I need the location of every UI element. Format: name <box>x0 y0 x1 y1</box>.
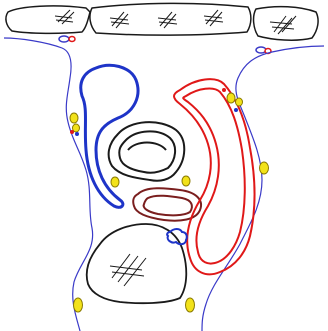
dot-right-blue <box>234 108 238 112</box>
node-right-upper <box>227 93 235 103</box>
node-left-middle <box>111 177 119 187</box>
brown-blob <box>133 188 201 220</box>
dot-right-red <box>222 88 226 92</box>
node-bottom-left <box>74 298 83 312</box>
dot-left-red <box>70 130 74 134</box>
membrane-left <box>4 38 93 331</box>
top-markers <box>59 36 271 54</box>
node-left-upper <box>70 113 78 123</box>
lower-bone <box>87 224 187 303</box>
inner-ring-inner <box>119 131 175 172</box>
inner-ring <box>109 122 185 181</box>
vessel-dots <box>70 88 238 136</box>
node-bottom-right <box>186 298 195 312</box>
top-left-marker-red <box>69 37 75 42</box>
inner-ring-gap <box>128 143 166 151</box>
node-right-side <box>260 162 269 174</box>
node-right-upper-2 <box>236 98 243 106</box>
top-bone-left <box>6 6 90 33</box>
top-left-marker <box>59 36 69 42</box>
node-right-middle <box>182 176 190 186</box>
dot-left-blue <box>75 132 79 136</box>
membrane-right <box>202 46 324 331</box>
brown-blob-inner <box>144 196 192 216</box>
